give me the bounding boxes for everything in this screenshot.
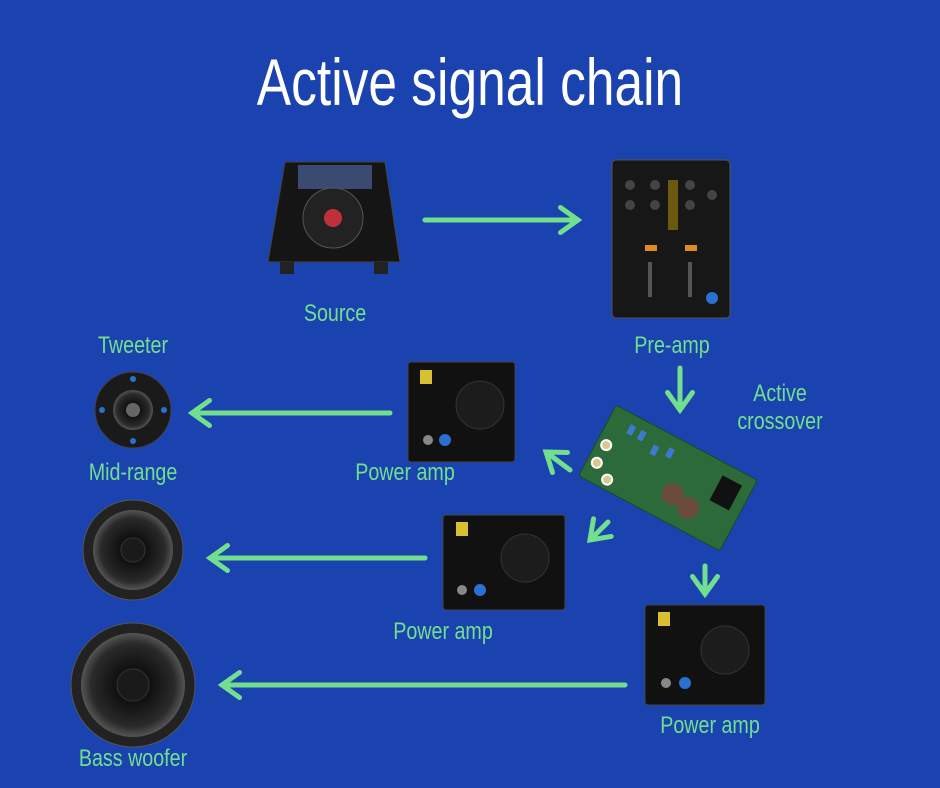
page-title: Active signal chain [256, 45, 684, 119]
label-midrange: Mid-range [88, 459, 178, 486]
cdj-player-icon [267, 161, 401, 274]
label-tweeter: Tweeter [97, 332, 169, 359]
power-amp-icon-3 [644, 604, 766, 706]
label-crossover: Active crossover [737, 380, 822, 435]
tweeter-icon [94, 371, 172, 449]
arrow-crossover-to-amp2 [586, 516, 614, 544]
mixer-preamp-icon [611, 159, 731, 319]
label-power-amp-1: Power amp [355, 459, 455, 486]
label-source: Source [303, 300, 367, 327]
power-amp-icon-1 [407, 361, 516, 463]
crossover-board-icon [579, 405, 757, 551]
label-power-amp-2: Power amp [393, 618, 493, 645]
arrow-crossover-to-amp1 [542, 449, 573, 475]
label-crossover-line1: Active [753, 380, 807, 407]
label-preamp: Pre-amp [634, 332, 710, 359]
bass-woofer-icon [70, 622, 196, 748]
label-woofer: Bass woofer [78, 745, 188, 772]
label-crossover-line2: crossover [737, 407, 823, 435]
power-amp-icon-2 [442, 514, 566, 611]
midrange-speaker-icon [82, 499, 184, 601]
label-power-amp-3: Power amp [660, 712, 760, 739]
